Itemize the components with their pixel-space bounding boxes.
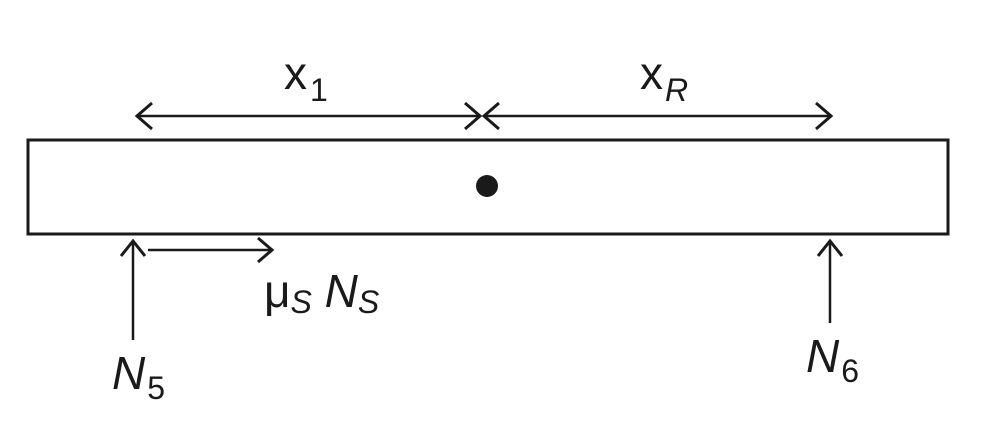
- beam-rectangle: [26, 138, 950, 236]
- mu-symbol: μ: [264, 265, 291, 317]
- normal-force-n6-arrow: [816, 238, 844, 323]
- normal-force-n5-arrow: [119, 238, 147, 340]
- label-n5: N5: [112, 347, 165, 404]
- friction-force-arrow: [148, 236, 275, 264]
- dimension-xR-arrow: [481, 101, 834, 131]
- ns-symbol: N: [324, 265, 358, 317]
- n5-symbol: N: [112, 347, 146, 399]
- x1-symbol: x: [284, 47, 307, 99]
- x1-subscript: 1: [310, 72, 328, 108]
- xR-symbol: x: [640, 47, 663, 99]
- center-of-mass-dot: [476, 175, 498, 197]
- n6-symbol: N: [806, 330, 840, 382]
- n6-subscript: 6: [841, 353, 860, 389]
- mu-subscript: S: [290, 284, 312, 320]
- xR-subscript: R: [665, 72, 689, 108]
- ns-subscript: S: [357, 284, 380, 320]
- label-friction: μS NS: [264, 265, 379, 318]
- n5-subscript: 5: [147, 370, 166, 406]
- label-xR: xR: [640, 47, 688, 106]
- label-x1: x1: [284, 47, 328, 106]
- dimension-x1-arrow: [134, 101, 483, 131]
- label-n6: N6: [806, 330, 859, 387]
